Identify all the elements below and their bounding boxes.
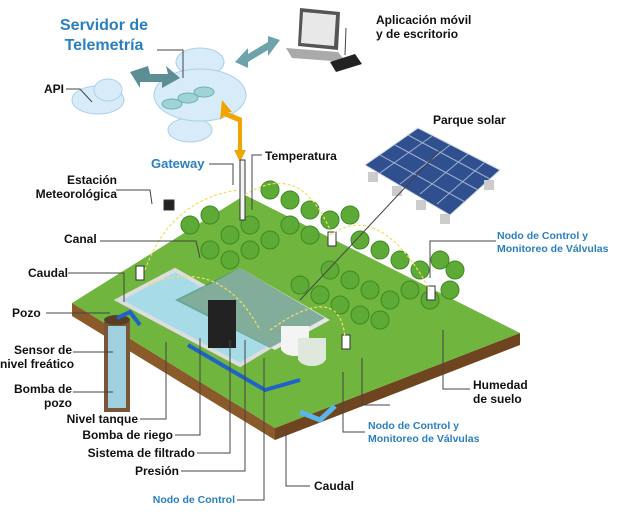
server-label: Servidor de Telemetría (60, 16, 148, 56)
app-label-line1: Aplicación móvil (376, 13, 472, 27)
valve-node-bottom-line2: Monitoreo de Válvulas (368, 433, 480, 445)
well-pump-line1: Bomba de (13, 382, 72, 396)
valve-node-top-line2: Monitoreo de Válvulas (497, 243, 609, 255)
valve-node-top-line1: Nodo de Control y (497, 230, 588, 242)
api-cloud-icon (71, 78, 125, 115)
server-label-line2: Telemetría (64, 37, 144, 54)
weather-station-line1: Estación (66, 173, 117, 187)
water-table-line1: Sensor de (13, 343, 72, 357)
control-node-label: Nodo de Control (152, 494, 235, 506)
filtration-label: Sistema de filtrado (87, 446, 195, 460)
gateway-server-arrow-icon (220, 100, 246, 162)
server-cloud-icon (153, 47, 247, 143)
canal-label: Canal (64, 232, 97, 246)
weather-station-line2: Meteorológica (35, 187, 117, 201)
solar-panel-icon (364, 127, 501, 224)
field-ground (72, 195, 520, 440)
well-pump-line2: pozo (44, 396, 72, 410)
flow-top-label: Caudal (28, 266, 69, 280)
water-table-line2: nivel freático (0, 357, 75, 371)
irrigation-pump-label: Bomba de riego (82, 428, 173, 442)
valve-node-bottom-line1: Nodo de Control y (368, 420, 459, 432)
laptop-icon (286, 8, 362, 72)
app-label-line2: y de escritorio (376, 27, 459, 41)
soil-moisture-line2: de suelo (473, 392, 522, 406)
sensor-nodes (135, 159, 436, 350)
flow-bottom-label: Caudal (314, 479, 355, 493)
gateway-label: Gateway (151, 156, 205, 171)
orchard-trees (180, 180, 465, 330)
server-app-arrow-icon (235, 36, 280, 68)
api-server-arrow-icon (130, 66, 180, 88)
solar-label: Parque solar (433, 113, 506, 127)
radio-links (144, 182, 431, 339)
leader-lines (46, 27, 496, 501)
soil-moisture-line1: Humedad (473, 378, 528, 392)
server-label-line1: Servidor de (60, 17, 149, 34)
well-icon (104, 309, 142, 412)
well-label: Pozo (12, 306, 41, 320)
tank-level-label: Nivel tanque (66, 412, 138, 426)
temperature-label: Temperatura (265, 149, 337, 163)
pressure-label: Presión (134, 464, 179, 478)
api-label: API (44, 82, 65, 96)
